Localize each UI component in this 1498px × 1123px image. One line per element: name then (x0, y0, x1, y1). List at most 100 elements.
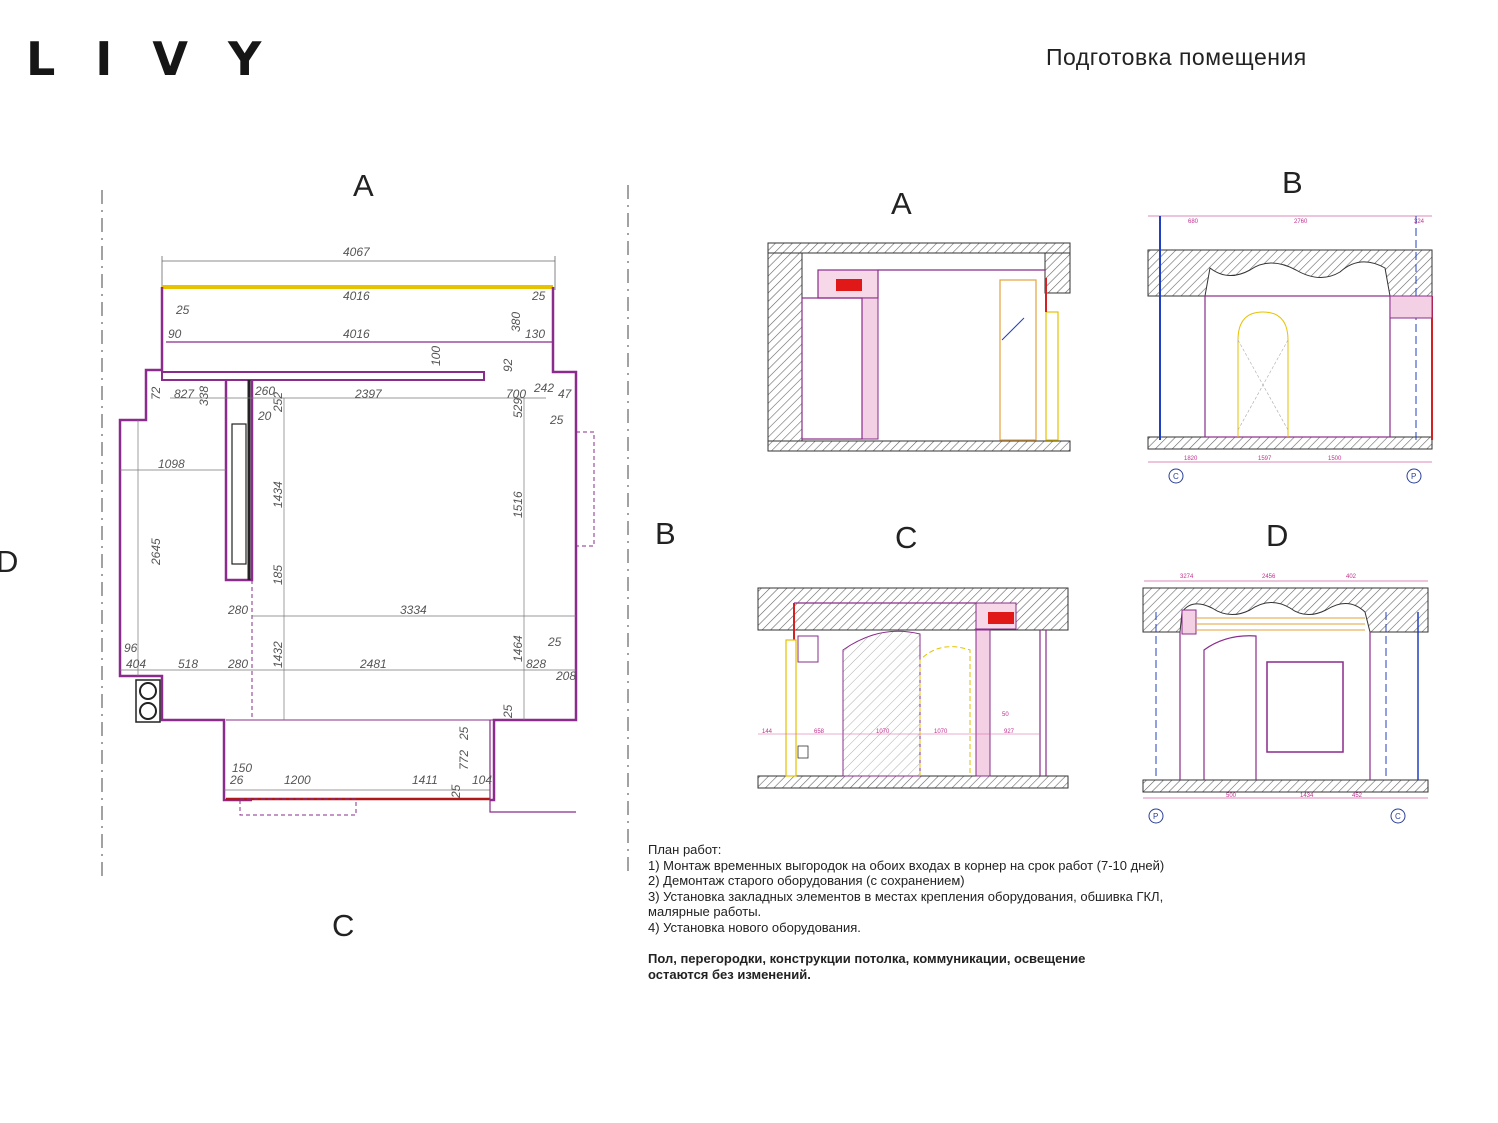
wall-contour-left (118, 287, 252, 802)
dim-185: 185 (271, 565, 285, 585)
svg-text:P: P (1411, 472, 1416, 481)
floor-plan: 4067 4016 25 25 90 4016 130 380 100 92 7… (101, 185, 629, 880)
dim-208: 208 (555, 669, 576, 683)
dim-25-right: 25 (549, 413, 564, 427)
elevation-b-letter: B (1282, 165, 1303, 200)
dim-4016-mid: 4016 (343, 327, 370, 341)
dim-2481: 2481 (359, 657, 387, 671)
dim-130: 130 (525, 327, 545, 341)
dim-529: 529 (511, 398, 525, 418)
dim-338: 338 (197, 386, 211, 406)
dim-1098: 1098 (158, 457, 185, 471)
dim-20: 20 (257, 409, 272, 423)
dim-100: 100 (429, 346, 443, 366)
dim-4067: 4067 (343, 245, 371, 259)
notes-item-4: 4) Установка нового оборудования. (648, 919, 861, 935)
notes-bold-line-2: остаются без изменений. (648, 966, 811, 982)
dim-772: 772 (457, 750, 471, 770)
dim-2397: 2397 (354, 387, 383, 401)
notes-item-1: 1) Монтаж временных выгородок на обоих в… (648, 857, 1165, 873)
partition-band (161, 371, 485, 381)
svg-text:50: 50 (1002, 712, 1009, 718)
dim-4016-top: 4016 (343, 289, 370, 303)
notes-item-2: 2) Демонтаж старого оборудования (с сохр… (648, 873, 965, 888)
dim-404: 404 (126, 657, 146, 671)
dim-25-top-left: 25 (175, 303, 190, 317)
elevation-d-letter: D (1266, 518, 1289, 553)
dim-700: 700 (506, 387, 526, 401)
svg-text:927: 927 (1004, 729, 1015, 735)
dim-90: 90 (168, 327, 182, 341)
dim-1434: 1434 (271, 481, 285, 508)
svg-text:144: 144 (762, 729, 773, 735)
dim-1411: 1411 (412, 773, 438, 787)
riser-box (135, 679, 161, 723)
dim-827: 827 (174, 387, 195, 401)
dim-260: 260 (254, 384, 275, 398)
svg-text:2760: 2760 (1294, 219, 1308, 225)
dim-25-bottom: 25 (457, 726, 471, 741)
svg-text:1597: 1597 (1258, 456, 1272, 462)
dim-3334: 3334 (400, 603, 427, 617)
elevation-b: 680 2760 324 1820 1597 1500 C P (1147, 215, 1433, 484)
plan-letter-right: B (655, 516, 676, 551)
dim-280-lower: 280 (227, 657, 248, 671)
notes-bold-line-1: Пол, перегородки, конструкции потолка, к… (648, 951, 1086, 966)
svg-text:1500: 1500 (1328, 456, 1342, 462)
dim-1200: 1200 (284, 773, 311, 787)
dim-25-door: 25 (449, 784, 463, 799)
svg-text:452: 452 (1352, 793, 1363, 799)
dim-280-upper: 280 (227, 603, 248, 617)
dim-25-bottom-right: 25 (501, 704, 515, 719)
svg-text:3274: 3274 (1180, 574, 1194, 580)
dim-1432: 1432 (271, 641, 285, 668)
svg-text:324: 324 (1414, 219, 1425, 225)
dim-518: 518 (178, 657, 198, 671)
wall-contour-right (490, 287, 578, 802)
dim-150: 150 (232, 761, 252, 775)
column-block (224, 380, 254, 582)
dim-96: 96 (124, 641, 138, 655)
livy-logo: LIVY (26, 32, 302, 86)
dim-104: 104 (472, 773, 492, 787)
svg-text:P: P (1153, 812, 1158, 821)
elevation-a (767, 242, 1071, 452)
dim-92: 92 (501, 358, 515, 372)
notes-item-3: 3) Установка закладных элементов в места… (648, 888, 1164, 904)
svg-text:1070: 1070 (934, 729, 948, 735)
dim-828: 828 (526, 657, 546, 671)
dim-2645: 2645 (149, 538, 163, 566)
svg-text:500: 500 (1226, 793, 1237, 799)
svg-text:C: C (1173, 472, 1179, 481)
dim-1516: 1516 (511, 491, 525, 518)
svg-text:680: 680 (1188, 219, 1199, 225)
notes-item-3-cont: малярные работы. (648, 904, 762, 919)
plan-letter-bottom: C (332, 908, 355, 943)
dim-72: 72 (149, 386, 163, 400)
dim-380: 380 (509, 312, 523, 332)
elevation-c: 144 658 1070 1070 927 50 (757, 587, 1069, 789)
entry-dash-box (239, 798, 357, 816)
column-inset (231, 423, 247, 565)
notes-heading: План работ: (648, 842, 722, 857)
work-plan-notes: План работ: 1) Монтаж временных выгородо… (648, 842, 1268, 982)
dim-252: 252 (271, 392, 285, 413)
page-title: Подготовка помещения (1046, 44, 1307, 70)
svg-text:C: C (1395, 812, 1401, 821)
svg-text:1070: 1070 (876, 729, 890, 735)
plan-letter-top: A (353, 168, 374, 203)
wall-contour-bottom-right (489, 720, 576, 813)
svg-text:658: 658 (814, 729, 825, 735)
window-right (575, 431, 595, 547)
plan-letter-left: D (0, 544, 19, 579)
riser-pipe-2 (139, 702, 157, 720)
dim-25-top-right: 25 (531, 289, 546, 303)
elevation-c-letter: C (895, 520, 918, 555)
dim-47: 47 (558, 387, 573, 401)
riser-pipe-1 (139, 682, 157, 700)
svg-text:2456: 2456 (1262, 574, 1276, 580)
svg-text:402: 402 (1346, 574, 1357, 580)
elevation-d: 3274 2456 402 500 1434 452 P C (1142, 574, 1429, 824)
dim-1464: 1464 (511, 635, 525, 662)
